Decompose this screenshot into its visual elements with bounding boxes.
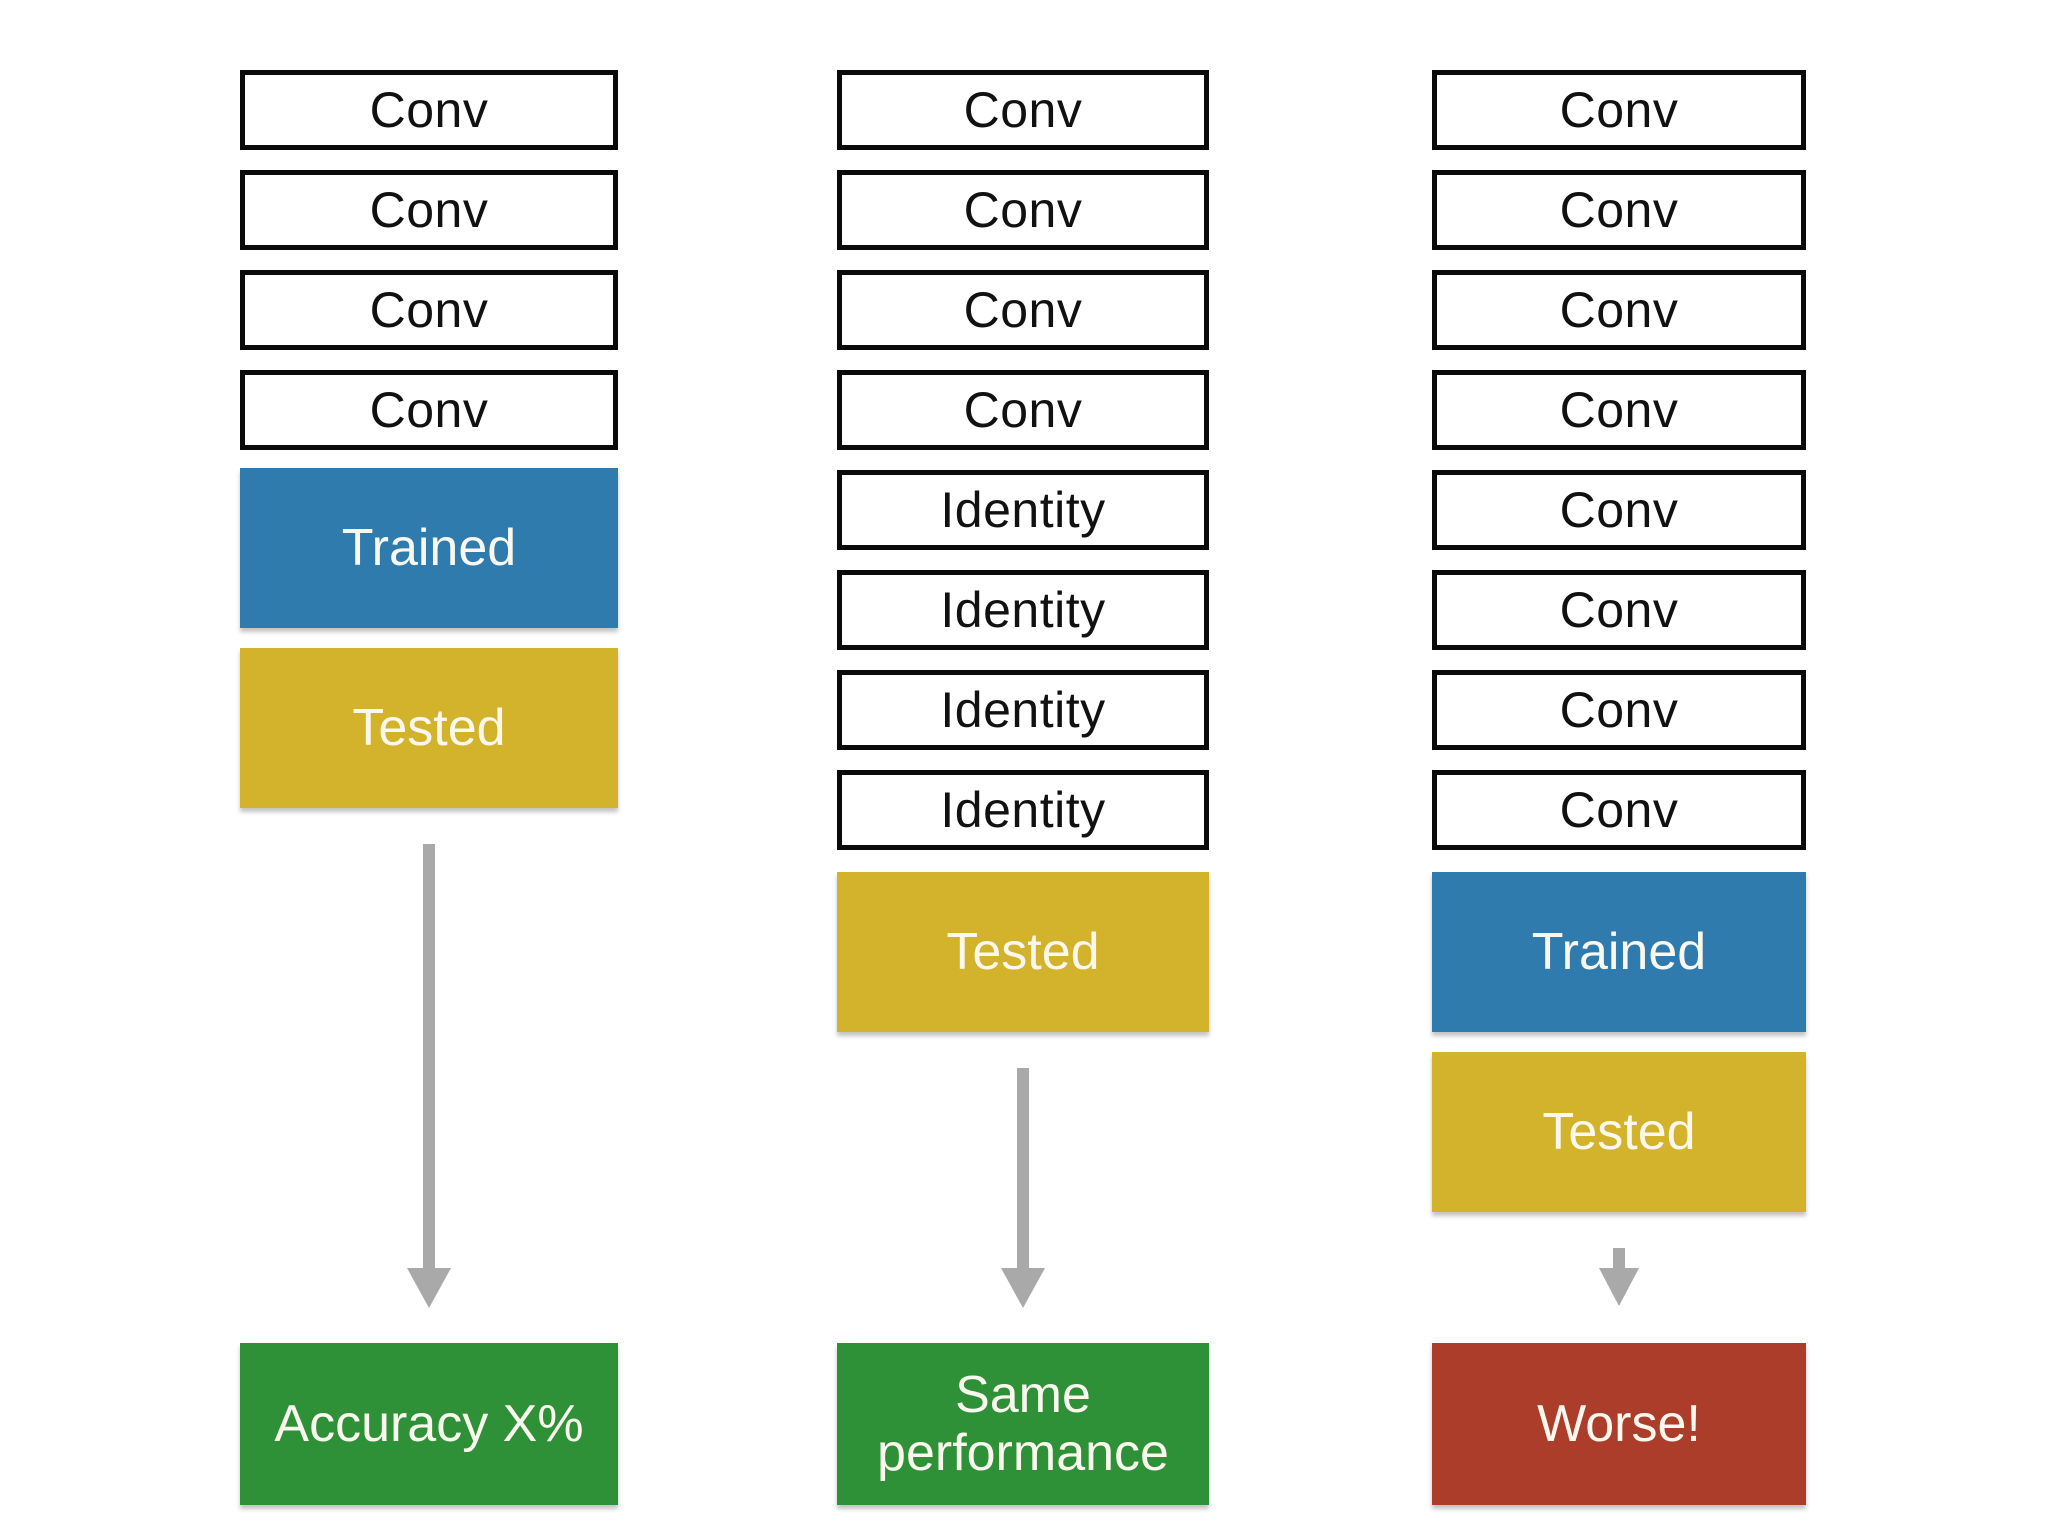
conv-layer-box: Conv	[1432, 670, 1806, 750]
conv-layer-box: Conv	[1432, 70, 1806, 150]
conv-layer-box: Conv	[837, 370, 1209, 450]
trained-stage-box: Trained	[240, 468, 618, 628]
conv-layer-box: Conv	[1432, 770, 1806, 850]
conv-layer-box: Conv	[240, 370, 618, 450]
arrow-shaft	[1017, 1068, 1029, 1268]
conv-layer-box: Conv	[1432, 270, 1806, 350]
tested-stage-box: Tested	[837, 872, 1209, 1032]
result-box-worse: Worse!	[1432, 1343, 1806, 1505]
conv-layer-box: Conv	[837, 270, 1209, 350]
arrow-head	[1001, 1268, 1045, 1308]
conv-layer-box: Conv	[1432, 370, 1806, 450]
arrow-head	[1599, 1268, 1639, 1306]
conv-layer-box: Conv	[1432, 170, 1806, 250]
conv-layer-box: Conv	[837, 70, 1209, 150]
conv-layer-box: Conv	[1432, 470, 1806, 550]
trained-stage-box: Trained	[1432, 872, 1806, 1032]
tested-stage-box: Tested	[1432, 1052, 1806, 1212]
arrow-shaft	[1613, 1248, 1625, 1268]
conv-layer-box: Conv	[837, 170, 1209, 250]
arrow-shaft	[423, 844, 435, 1268]
conv-layer-box: Conv	[240, 270, 618, 350]
arrow-head	[407, 1268, 451, 1308]
identity-layer-box: Identity	[837, 670, 1209, 750]
result-box-accuracy: Accuracy X%	[240, 1343, 618, 1505]
identity-layer-box: Identity	[837, 470, 1209, 550]
conv-layer-box: Conv	[1432, 570, 1806, 650]
conv-layer-box: Conv	[240, 70, 618, 150]
identity-layer-box: Identity	[837, 570, 1209, 650]
tested-stage-box: Tested	[240, 648, 618, 808]
identity-layer-box: Identity	[837, 770, 1209, 850]
conv-layer-box: Conv	[240, 170, 618, 250]
result-box-same-performance: Same performance	[837, 1343, 1209, 1505]
